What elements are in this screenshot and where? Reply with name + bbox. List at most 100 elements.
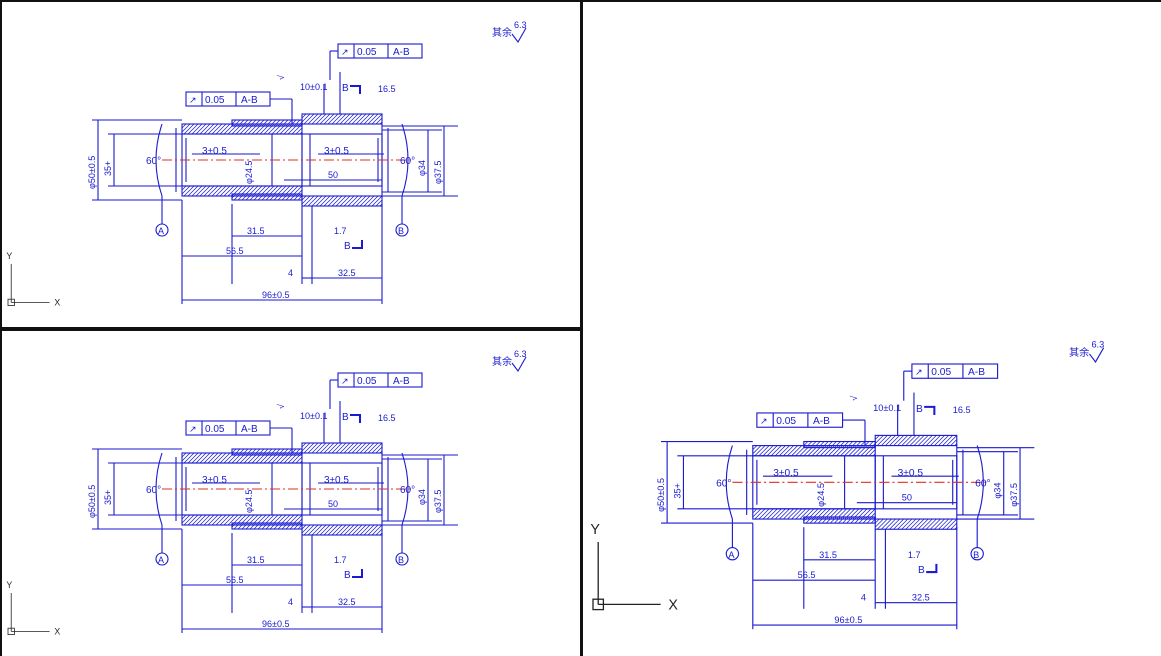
dim-bore: φ24.5: [244, 161, 254, 184]
hatch-line: [232, 194, 237, 199]
hatch-line: [779, 508, 790, 520]
hatch-line: [909, 435, 921, 446]
tolerance-datum: A-B: [968, 367, 985, 378]
roughness-prefix: 其余: [492, 355, 512, 368]
hatch-line: [347, 525, 359, 535]
hatch-line: [813, 516, 821, 524]
dim-4: 4: [288, 597, 293, 607]
hatch-line: [182, 515, 191, 524]
hatch-line: [215, 186, 227, 196]
hatch-line: [195, 186, 207, 196]
hatch-line: [227, 186, 239, 196]
hatch-line: [799, 508, 811, 520]
hatch-line: [281, 194, 289, 200]
hatch-line: [917, 435, 929, 446]
hatch-line: [302, 525, 307, 530]
hatch-line: [351, 525, 363, 535]
hatch-line: [219, 515, 231, 525]
hatch-line: [343, 114, 355, 124]
hatch-line: [203, 515, 215, 525]
section-hatch: [302, 196, 382, 206]
hatch-line: [199, 515, 211, 525]
hatch-line: [285, 523, 293, 529]
section-hatch: [232, 194, 302, 200]
hatch-line: [182, 124, 191, 133]
hatch-line: [762, 508, 774, 520]
dim-50: 50: [328, 499, 338, 509]
hatch-line: [302, 114, 311, 123]
dim-total: 96±0.5: [834, 615, 862, 625]
roughness-symbol-icon: 其余6.3: [1069, 340, 1104, 363]
hatch-line: [311, 525, 323, 535]
hatch-line: [371, 114, 382, 124]
section-outline: [874, 434, 958, 447]
section-outline: [874, 518, 958, 530]
hatch-line: [233, 449, 241, 455]
tolerance-datum: A-B: [393, 47, 410, 58]
hatch-line: [182, 186, 187, 191]
dim-chamfer-left: 3±0.5: [773, 468, 799, 479]
hatch-line: [307, 114, 319, 124]
ucs-group: YX: [6, 580, 60, 636]
hatch-line: [289, 120, 297, 126]
hatch-line: [371, 443, 382, 453]
hatch-line: [934, 519, 945, 530]
hatch-line: [909, 519, 921, 530]
datum-a-label: A: [728, 550, 735, 560]
hatch-line: [846, 441, 854, 448]
hatch-line: [355, 114, 367, 124]
datum-b-label: B: [398, 226, 404, 236]
hatch-line: [219, 186, 231, 196]
hatch-line: [905, 435, 917, 446]
hatch-line: [889, 435, 900, 446]
hatch-line: [770, 445, 782, 456]
hatch-line: [347, 443, 359, 453]
dim-1-7: 1.7: [334, 555, 347, 565]
hatch-line: [950, 522, 957, 530]
hatch-line: [191, 124, 203, 134]
hatch-line: [842, 441, 849, 448]
dim-31-5: 31.5: [247, 226, 265, 236]
hatch-line: [277, 194, 285, 200]
hatch-line: [295, 456, 302, 463]
hatch-line: [881, 435, 892, 446]
section-outline: [803, 516, 876, 524]
dim-outer-dia: φ50±0.5: [656, 478, 666, 512]
dim-angle-left: 60°: [146, 156, 161, 167]
datum-a-label: A: [158, 226, 164, 236]
hatch-line: [854, 441, 862, 448]
dim-angle-right: 60°: [975, 478, 990, 489]
hatch-line: [257, 523, 265, 529]
dim-chamfer-right: 3±0.5: [324, 475, 349, 486]
hatch-line: [762, 445, 774, 456]
hatch-line: [187, 453, 199, 463]
hatch-line: [363, 443, 375, 453]
hatch-line: [335, 525, 347, 535]
roughness-mark-icon: √: [276, 75, 286, 80]
hatch-line: [233, 194, 241, 200]
hatch-line: [269, 194, 277, 200]
dim-right-inner: φ34: [417, 489, 427, 505]
hatch-line: [327, 196, 339, 206]
dim-chamfer-right: 3±0.5: [324, 146, 349, 157]
hatch-line: [285, 449, 293, 455]
ucs-group: YX: [6, 251, 60, 307]
hatch-line: [245, 449, 253, 455]
hatch-line: [787, 445, 798, 456]
hatch-line: [870, 443, 876, 448]
hatch-line: [885, 519, 896, 530]
hatch-line: [232, 120, 237, 125]
hatch-line: [297, 524, 302, 529]
hatch-line: [343, 525, 355, 535]
section-outline: [301, 113, 383, 125]
hatch-line: [281, 523, 289, 529]
hatch-line: [323, 443, 335, 453]
hatch-line: [253, 194, 261, 200]
dim-1-7: 1.7: [908, 550, 921, 560]
hatch-line: [303, 525, 315, 535]
hatch-line: [195, 124, 207, 134]
